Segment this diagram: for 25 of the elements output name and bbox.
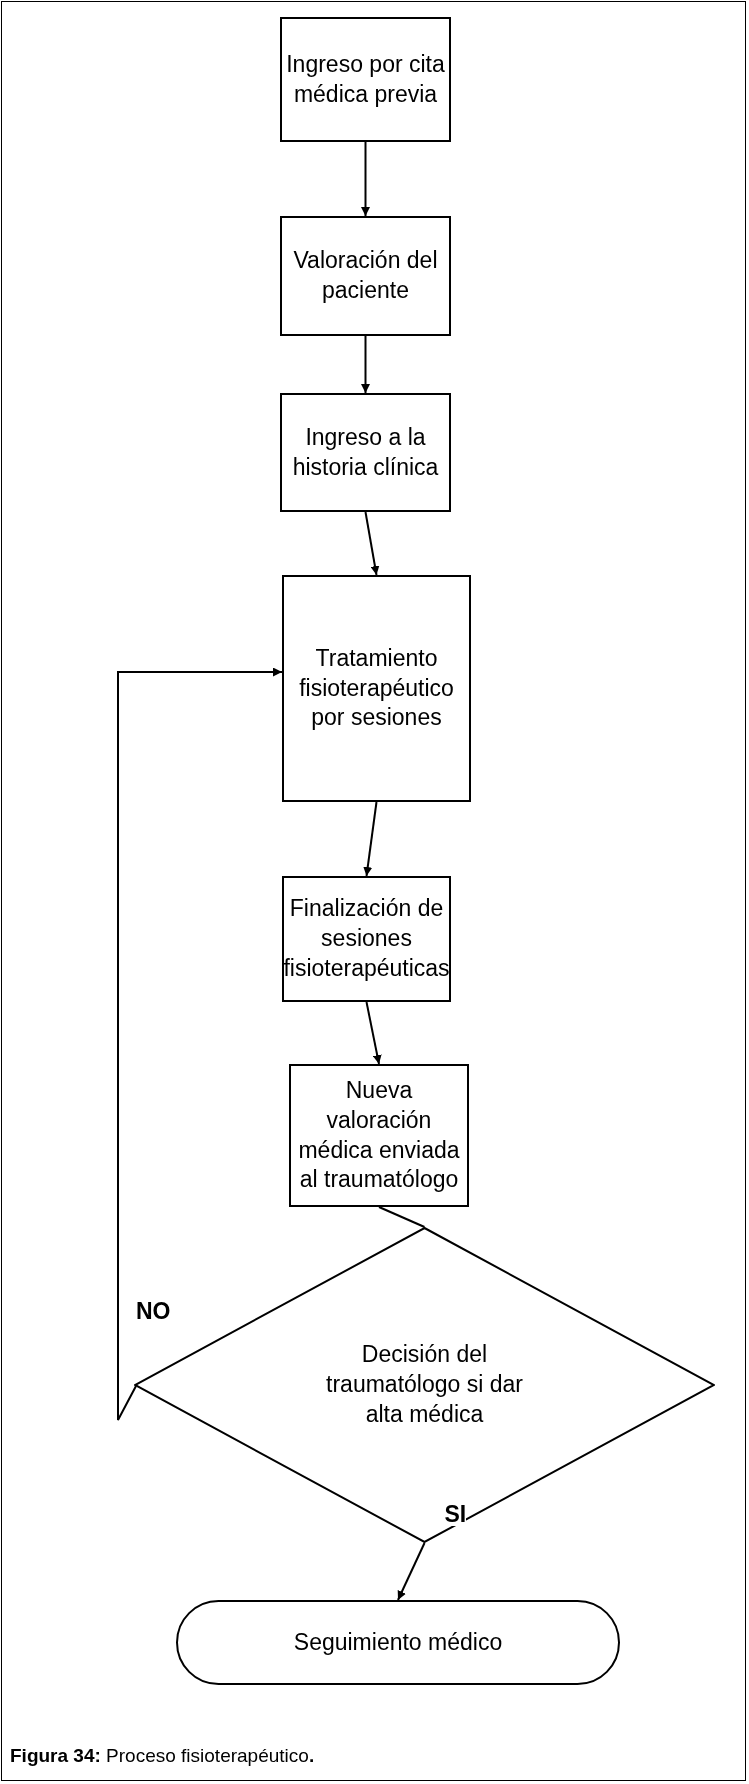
- arrow: [397, 1542, 426, 1601]
- decision-diamond: [134, 1227, 715, 1543]
- arrow: [364, 511, 380, 576]
- arrow: [117, 667, 283, 1421]
- node-text: Valoración del paciente: [292, 246, 439, 305]
- process-box: [282, 876, 451, 1002]
- node-text: Seguimiento médico: [293, 1627, 503, 1657]
- node-text: Finalización de sesiones fisioterapéuticas: [283, 894, 450, 983]
- connector-line: [378, 1206, 426, 1228]
- node-text: Tratamiento fisioterapéutico por sesiones: [298, 643, 455, 733]
- process-box: [282, 575, 471, 802]
- node-text: Decisión del traumatólogo si dar alta médica: [325, 1340, 524, 1429]
- process-box: [289, 1064, 469, 1207]
- node-text: Nueva valoración médica enviada al traumatólogo: [297, 1075, 461, 1195]
- arrow: [365, 1001, 382, 1065]
- node-text: Ingreso por cita médica previa: [285, 49, 446, 109]
- process-box: [280, 393, 451, 512]
- node-text: Ingreso a la historia clínica: [291, 422, 440, 482]
- arrow: [363, 801, 378, 877]
- edge-label: SI: [444, 1503, 467, 1526]
- figure-caption: Figura 34: Proceso fisioterapéutico.: [10, 1745, 315, 1767]
- arrow: [361, 335, 370, 394]
- arrow: [361, 141, 370, 217]
- process-box: [280, 17, 451, 142]
- process-box: [280, 216, 451, 336]
